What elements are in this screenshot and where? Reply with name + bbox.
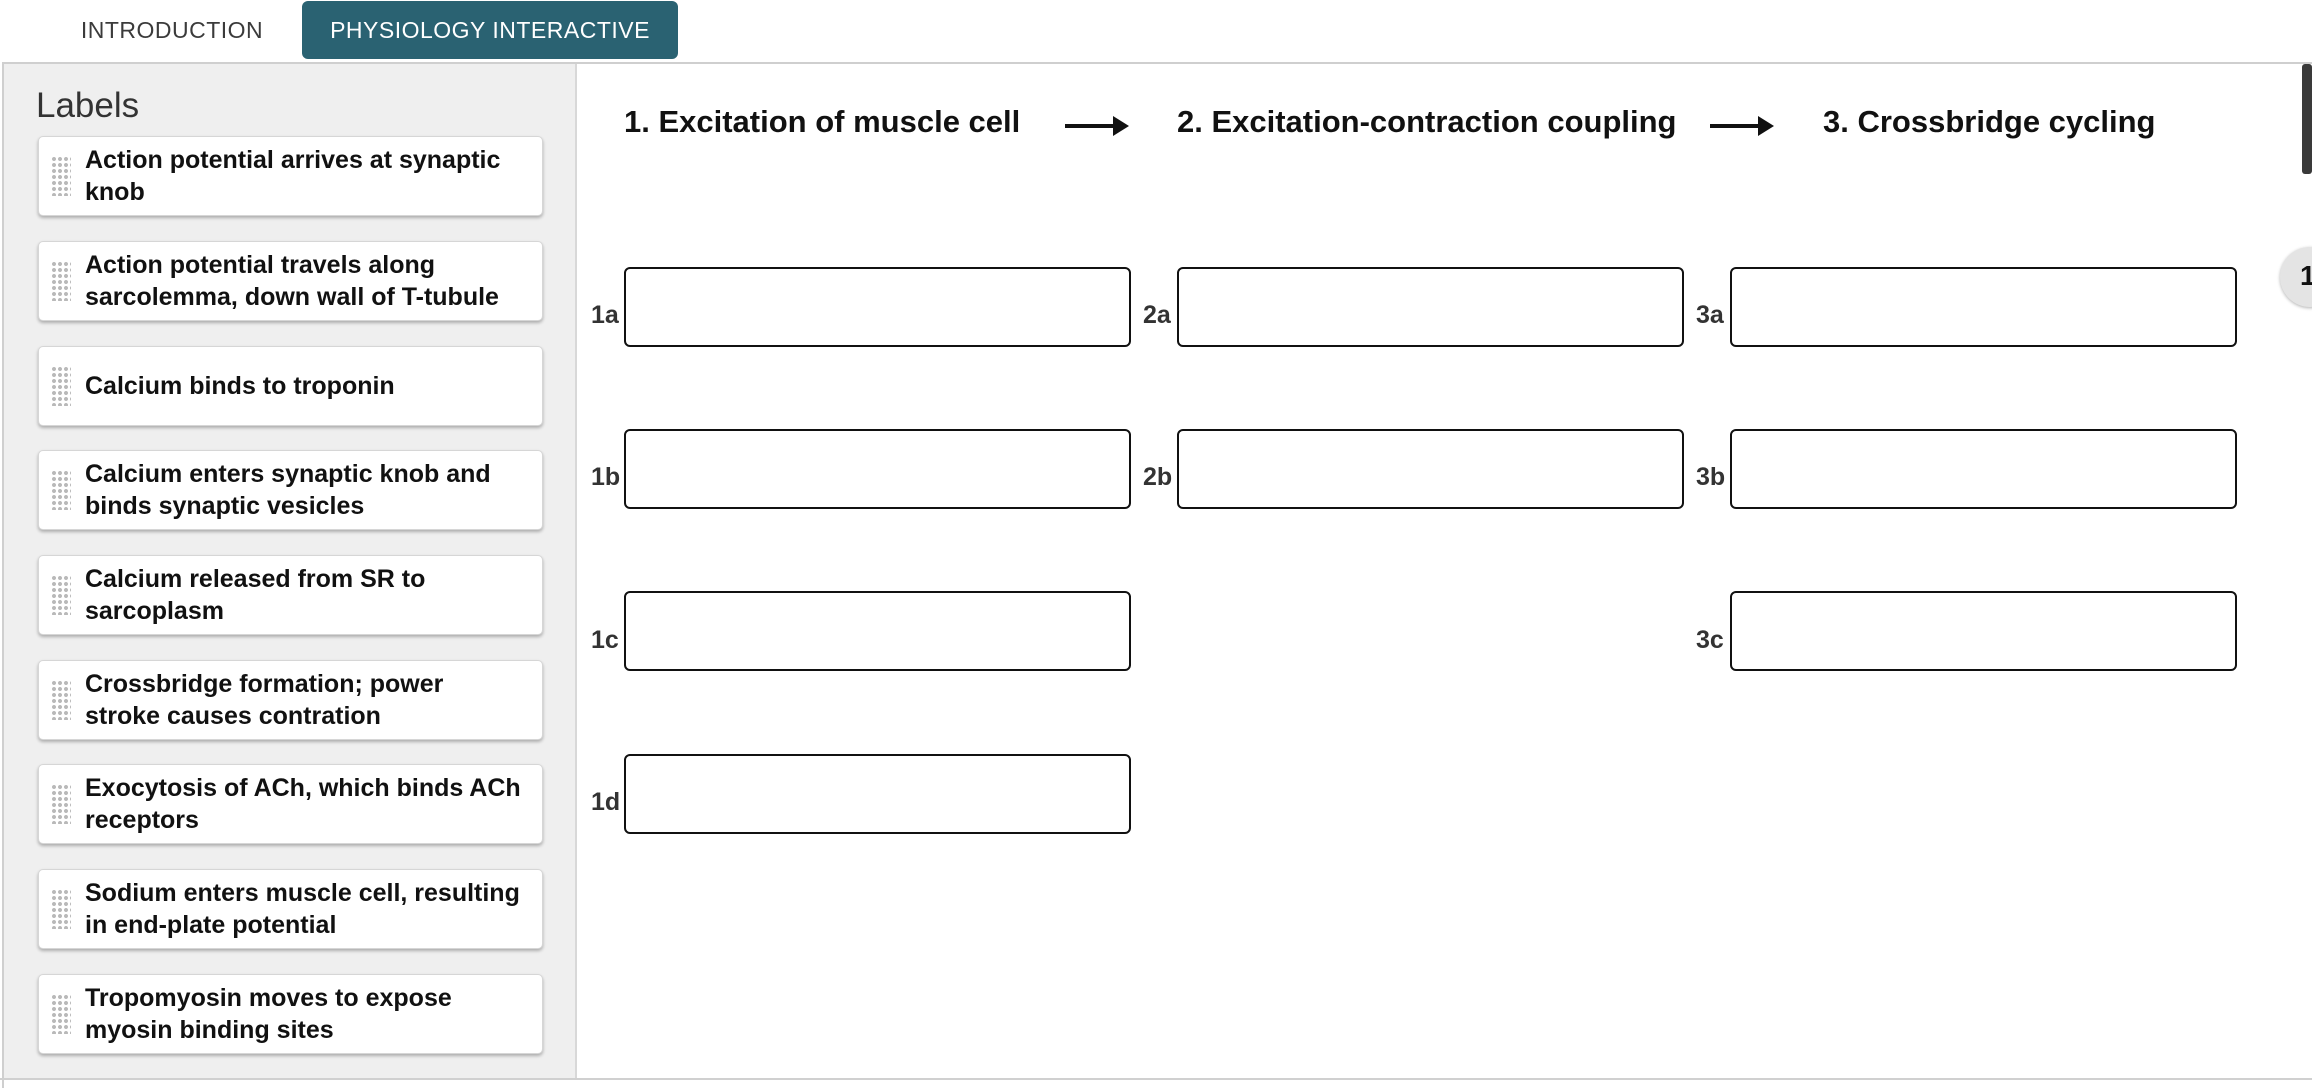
tab-physiology-interactive[interactable]: PHYSIOLOGY INTERACTIVE <box>302 1 678 59</box>
arrow-right-icon <box>1065 116 1129 136</box>
drop-slot-1d[interactable] <box>624 754 1131 834</box>
tab-introduction[interactable]: INTRODUCTION <box>80 17 264 43</box>
label-card-text: Calcium released from SR to sarcoplasm <box>85 565 426 625</box>
drop-slot-2a[interactable] <box>1177 267 1684 347</box>
drag-handle-icon <box>51 156 71 196</box>
drag-handle-icon <box>51 575 71 615</box>
label-card-text: Crossbridge formation; power stroke caus… <box>85 670 444 730</box>
label-card[interactable]: Calcium released from SR to sarcoplasm <box>38 555 543 635</box>
drop-slot-1c[interactable] <box>624 591 1131 671</box>
drag-handle-icon <box>51 680 71 720</box>
content-frame <box>2 62 2312 1088</box>
label-card-text: Calcium enters synaptic knob and binds s… <box>85 460 491 520</box>
label-card-text: Sodium enters muscle cell, resulting in … <box>85 879 520 939</box>
drop-slot-3a[interactable] <box>1730 267 2237 347</box>
label-card[interactable]: Action potential travels along sarcolemm… <box>38 241 543 321</box>
drag-handle-icon <box>51 994 71 1034</box>
bottom-divider <box>0 1078 2312 1080</box>
slot-label: 3c <box>1696 626 1724 654</box>
drop-slot-3c[interactable] <box>1730 591 2237 671</box>
label-card[interactable]: Tropomyosin moves to expose myosin bindi… <box>38 974 543 1054</box>
slot-label: 3b <box>1696 463 1726 491</box>
drop-slot-1b[interactable] <box>624 429 1131 509</box>
drag-handle-icon <box>51 889 71 929</box>
drag-handle-icon <box>51 261 71 301</box>
label-card[interactable]: Calcium binds to troponin <box>38 346 543 426</box>
label-card[interactable]: Calcium enters synaptic knob and binds s… <box>38 450 543 530</box>
labels-sidebar: Labels Action potential arrives at synap… <box>4 64 577 1078</box>
slot-label: 1d <box>591 788 621 816</box>
slot-label: 1b <box>591 463 621 491</box>
slot-label: 1a <box>591 301 619 329</box>
drag-handle-icon <box>51 784 71 824</box>
slot-label: 3a <box>1696 301 1724 329</box>
slot-label: 1c <box>591 626 619 654</box>
side-tab-label: 1 <box>2300 260 2312 291</box>
drop-area: 1. Excitation of muscle cell 2. Excitati… <box>577 64 2312 1078</box>
label-card[interactable]: Exocytosis of ACh, which binds ACh recep… <box>38 764 543 844</box>
label-card-text: Action potential arrives at synaptic kno… <box>85 146 501 206</box>
arrow-right-icon <box>1710 116 1774 136</box>
scrollbar-thumb[interactable] <box>2302 64 2312 174</box>
slot-label: 2b <box>1143 463 1173 491</box>
stage-title-crossbridge: 3. Crossbridge cycling <box>1823 104 2156 139</box>
drop-slot-1a[interactable] <box>624 267 1131 347</box>
label-card-text: Exocytosis of ACh, which binds ACh recep… <box>85 774 521 834</box>
labels-title: Labels <box>36 86 140 125</box>
label-card-text: Calcium binds to troponin <box>85 372 395 400</box>
drop-slot-3b[interactable] <box>1730 429 2237 509</box>
drop-slot-2b[interactable] <box>1177 429 1684 509</box>
tab-bar: INTRODUCTION PHYSIOLOGY INTERACTIVE <box>0 0 2312 62</box>
label-card-text: Action potential travels along sarcolemm… <box>85 251 499 311</box>
drag-handle-icon <box>51 366 71 406</box>
label-card[interactable]: Sodium enters muscle cell, resulting in … <box>38 869 543 949</box>
stage-title-coupling: 2. Excitation-contraction coupling <box>1177 104 1677 139</box>
slot-label: 2a <box>1143 301 1171 329</box>
label-card[interactable]: Crossbridge formation; power stroke caus… <box>38 660 543 740</box>
stage-title-excitation: 1. Excitation of muscle cell <box>624 104 1021 139</box>
label-card[interactable]: Action potential arrives at synaptic kno… <box>38 136 543 216</box>
drag-handle-icon <box>51 470 71 510</box>
label-card-text: Tropomyosin moves to expose myosin bindi… <box>85 984 452 1044</box>
